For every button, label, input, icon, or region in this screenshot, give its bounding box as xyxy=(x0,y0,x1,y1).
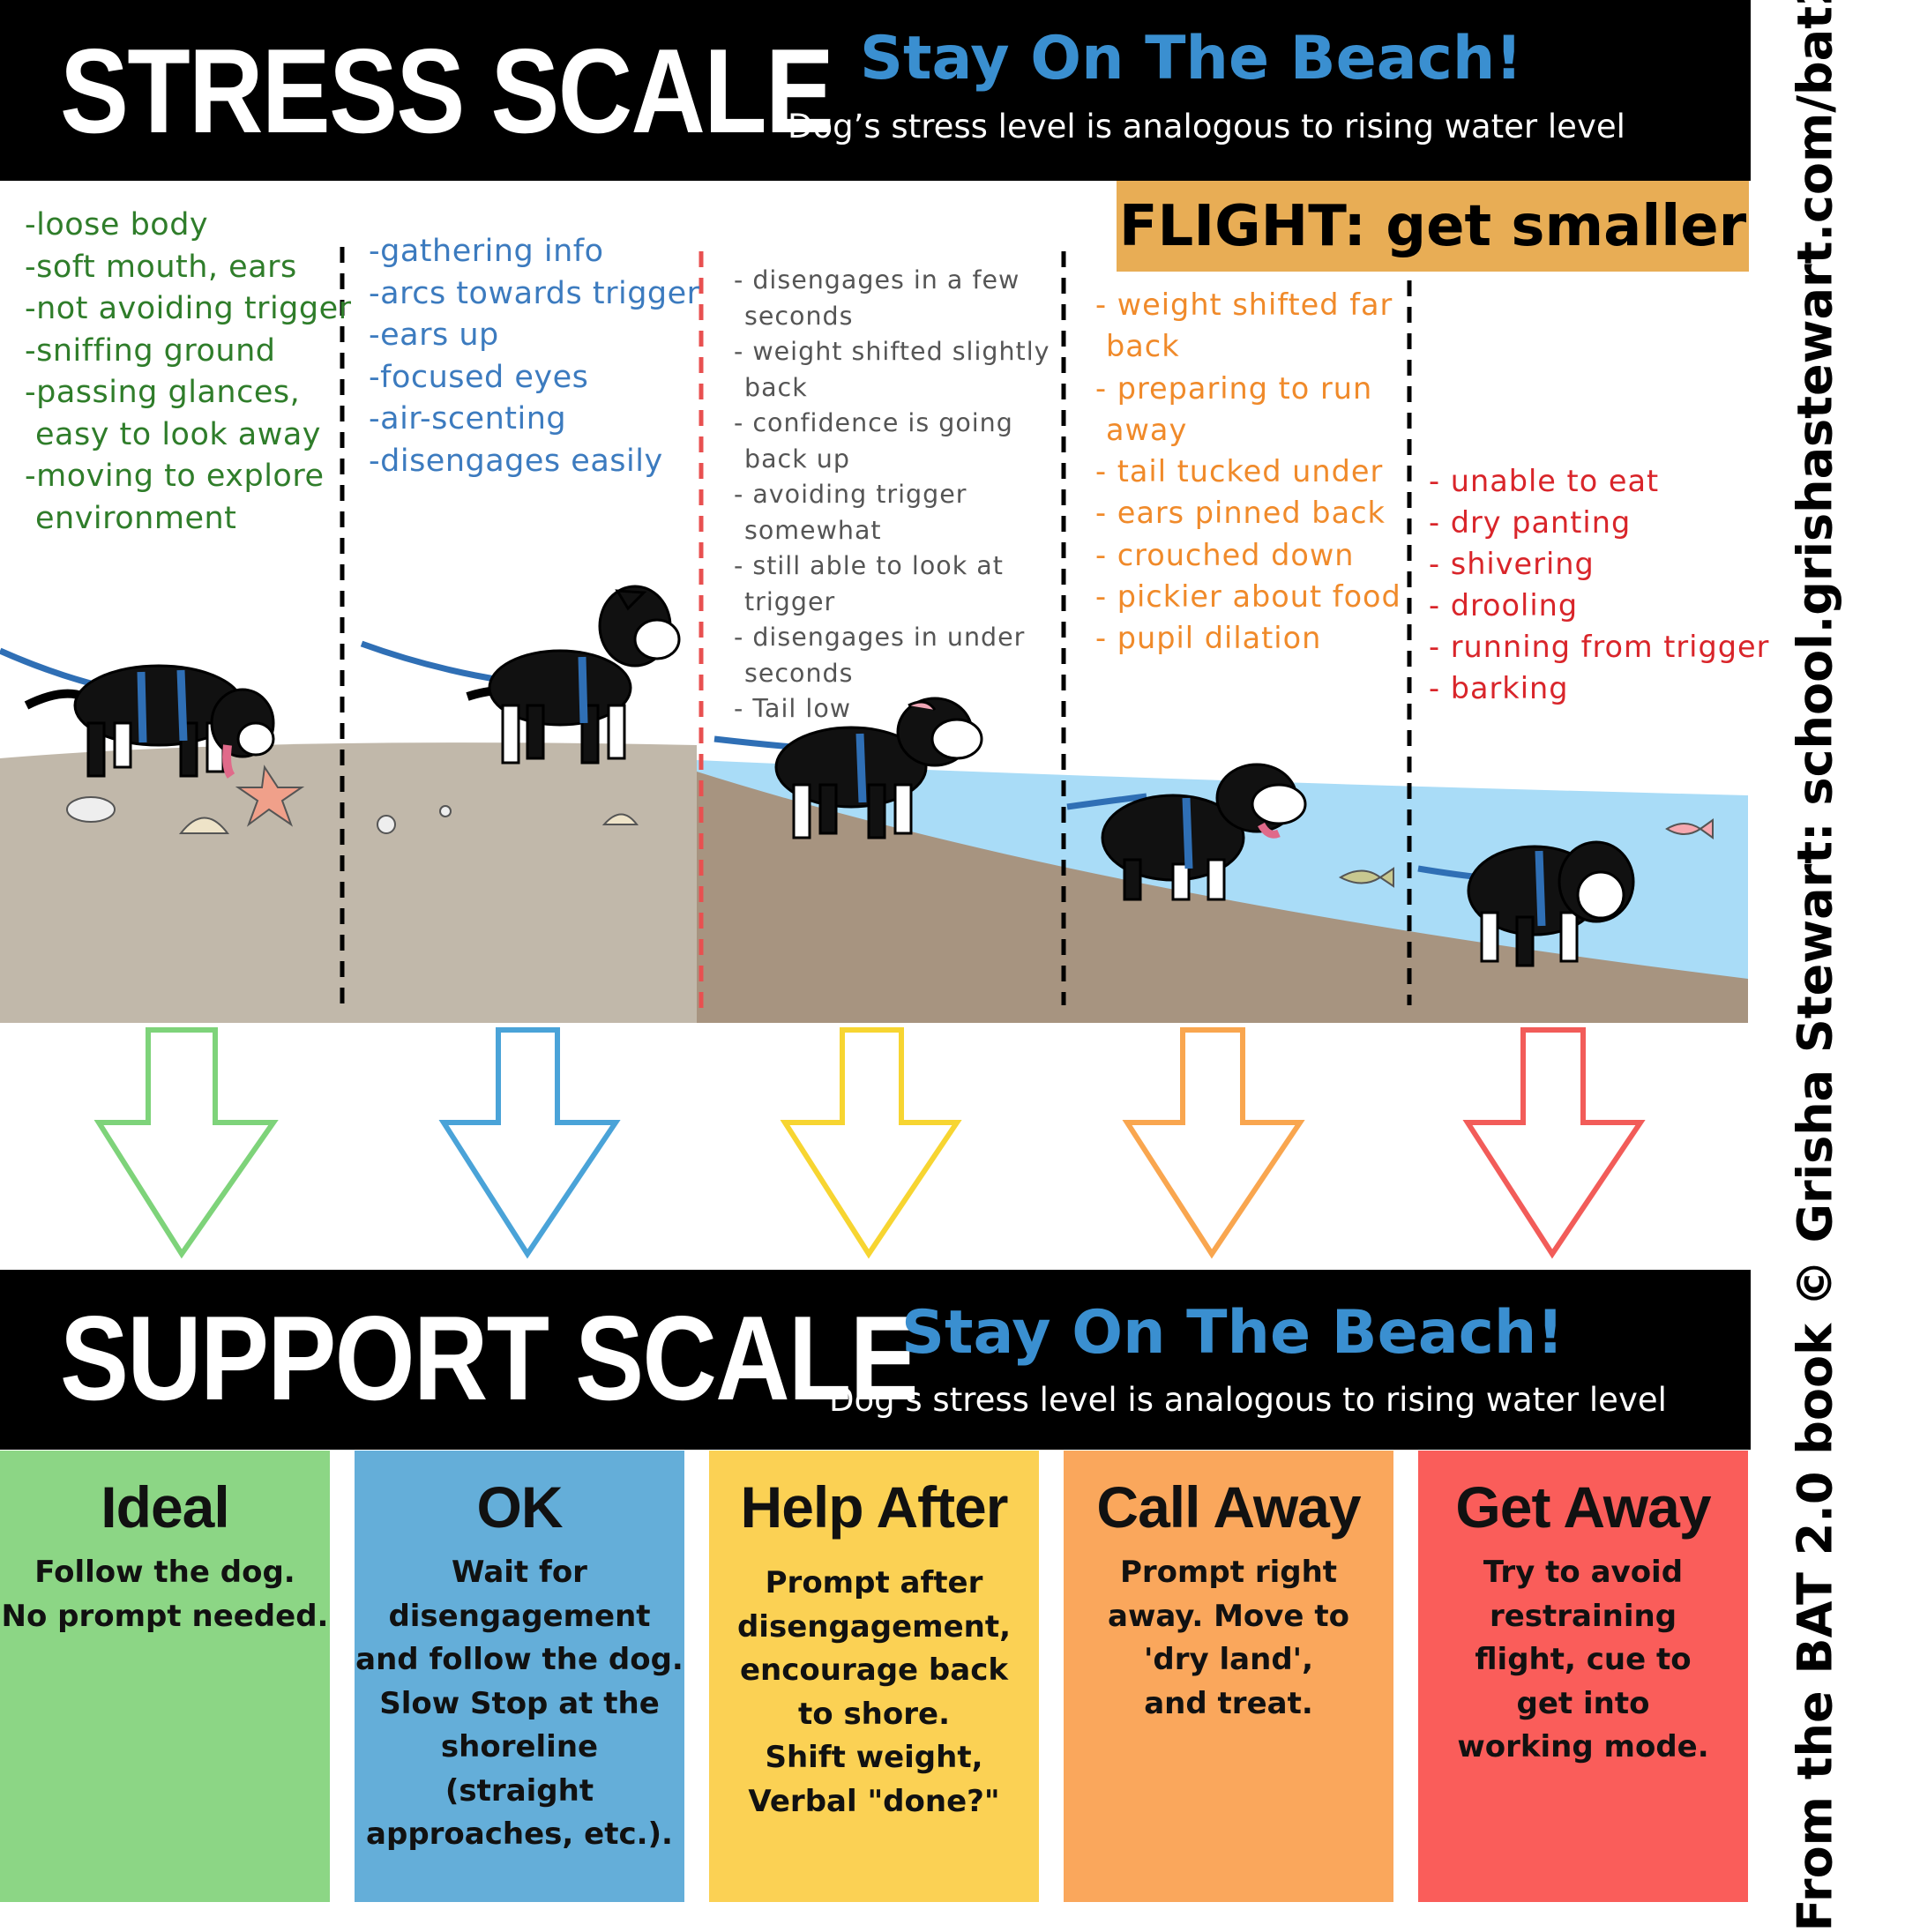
stress-item: back xyxy=(1106,329,1180,364)
stress-item: somewhat xyxy=(744,515,882,545)
stress-item: easy to look away xyxy=(35,416,321,452)
stress-item: -disengages easily xyxy=(369,443,663,479)
down-arrow-green xyxy=(93,1027,279,1259)
stress-item: - still able to look at xyxy=(734,551,1004,580)
down-arrow-red xyxy=(1462,1027,1646,1259)
stress-column-hesitant: - disengages in a few seconds - weight s… xyxy=(734,263,1050,727)
down-arrow-blue xyxy=(438,1027,621,1259)
support-card-title: Help After xyxy=(740,1474,1009,1540)
stress-column-relaxed: -loose body -soft mouth, ears -not avoid… xyxy=(25,205,352,540)
stress-item: - weight shifted far xyxy=(1095,287,1393,322)
stress-scale-title: STRESS SCALE xyxy=(60,24,834,158)
stress-item: - ears pinned back xyxy=(1095,496,1386,531)
support-card-title: Get Away xyxy=(1455,1474,1711,1540)
support-card-help-after: Help After Prompt after disengagement, e… xyxy=(709,1451,1039,1902)
stress-item: away xyxy=(1106,412,1188,447)
leash-4 xyxy=(1066,793,1147,810)
stress-item: - running from trigger xyxy=(1429,630,1770,664)
support-card-text: Prompt right away. Move to 'dry land', a… xyxy=(1108,1555,1349,1721)
stress-item: - disengages in a few xyxy=(734,265,1020,295)
arrow-row xyxy=(93,1027,1646,1259)
support-card-ok: OK Wait for disengagement and follow the… xyxy=(355,1451,684,1902)
stress-column-panic: - unable to eat - dry panting - shiverin… xyxy=(1429,460,1769,709)
support-card-title: Call Away xyxy=(1096,1474,1361,1540)
column-dividers xyxy=(340,247,1412,1014)
stress-item: - disengages in under xyxy=(734,623,1026,652)
stress-item: -arcs towards trigger xyxy=(369,275,700,311)
stress-item: - confidence is going xyxy=(734,408,1013,437)
support-card-text: Follow the dog. No prompt needed. xyxy=(1,1555,329,1634)
stress-item: -air-scenting xyxy=(369,401,567,436)
stress-item: -ears up xyxy=(369,317,499,353)
support-card-text: Try to avoid restraining flight, cue to … xyxy=(1457,1555,1709,1764)
stress-item: - weight shifted slightly xyxy=(734,337,1050,366)
stress-item: - crouched down xyxy=(1095,537,1355,572)
support-card-ideal: Ideal Follow the dog. No prompt needed. xyxy=(0,1451,330,1902)
dog-alert xyxy=(466,585,681,765)
support-card-title: Ideal xyxy=(101,1474,229,1540)
stress-item: -loose body xyxy=(25,207,209,242)
support-scale-subtitle: Stay On The Beach! xyxy=(901,1298,1565,1368)
stress-column-alert: -gathering info -arcs towards trigger -e… xyxy=(369,231,700,482)
support-card-get-away: Get Away Try to avoid restraining flight… xyxy=(1418,1451,1748,1902)
stress-item: -soft mouth, ears xyxy=(25,249,297,285)
stress-item: trigger xyxy=(744,586,836,616)
flight-label: FLIGHT: get smaller xyxy=(1118,193,1747,259)
beach-scene xyxy=(0,247,1748,1023)
support-card-call-away: Call Away Prompt right away. Move to 'dr… xyxy=(1064,1451,1393,1902)
support-scale-caption: Dog’s stress level is analogous to risin… xyxy=(829,1381,1667,1419)
stress-item: -not avoiding trigger xyxy=(25,291,352,326)
dog-fleeing xyxy=(1467,840,1635,967)
stress-item: - pupil dilation xyxy=(1095,621,1322,656)
dog-sniffing xyxy=(24,664,275,779)
down-arrow-yellow xyxy=(780,1027,962,1259)
dry-sand xyxy=(0,742,697,1023)
stress-item: - Tail low xyxy=(734,694,852,723)
stress-item: -moving to explore xyxy=(25,459,325,494)
stress-scale-subtitle: Stay On The Beach! xyxy=(860,24,1523,93)
stress-item: - pickier about food xyxy=(1095,579,1401,615)
flight-label-box: FLIGHT: get smaller xyxy=(1117,181,1749,272)
stress-item: back up xyxy=(744,444,850,474)
support-card-title: OK xyxy=(476,1474,564,1540)
stress-item: - unable to eat xyxy=(1429,464,1660,498)
stress-item: - shivering xyxy=(1429,547,1595,581)
support-scale-title: SUPPORT SCALE xyxy=(60,1291,919,1425)
stress-item: - preparing to run xyxy=(1095,370,1373,406)
stress-item: seconds xyxy=(744,301,854,331)
support-card-text: Wait for disengagement and follow the do… xyxy=(355,1555,684,1852)
stress-item: -focused eyes xyxy=(369,359,589,395)
stress-scale-caption: Dog’s stress level is analogous to risin… xyxy=(788,108,1625,145)
stress-column-flight: - weight shifted far back - preparing to… xyxy=(1095,284,1401,660)
support-card-text: Prompt after disengagement, encourage ba… xyxy=(736,1565,1012,1819)
stress-item: -passing glances, xyxy=(25,375,301,410)
stress-item: -gathering info xyxy=(369,234,604,269)
stress-item: - dry panting xyxy=(1429,505,1632,540)
stress-scale-banner: STRESS SCALE Stay On The Beach! Dog’s st… xyxy=(0,0,1751,181)
down-arrow-orange xyxy=(1122,1027,1305,1259)
stress-item: -sniffing ground xyxy=(25,332,276,369)
support-scale-banner: SUPPORT SCALE Stay On The Beach! Dog’s s… xyxy=(0,1270,1751,1450)
stress-item: - tail tucked under xyxy=(1095,454,1384,489)
credit-text: From the BAT 2.0 book © Grisha Stewart: … xyxy=(1787,0,1843,1932)
stress-item: back xyxy=(744,372,808,402)
stress-item: seconds xyxy=(744,658,854,688)
dog-hesitant xyxy=(774,697,983,839)
beach-decorations xyxy=(66,765,1714,888)
dog-crouched xyxy=(1101,763,1307,901)
stress-item: environment xyxy=(35,500,237,536)
stress-item: - drooling xyxy=(1429,588,1579,623)
stress-item: - barking xyxy=(1429,671,1569,705)
stress-item: - avoiding trigger xyxy=(734,480,967,509)
